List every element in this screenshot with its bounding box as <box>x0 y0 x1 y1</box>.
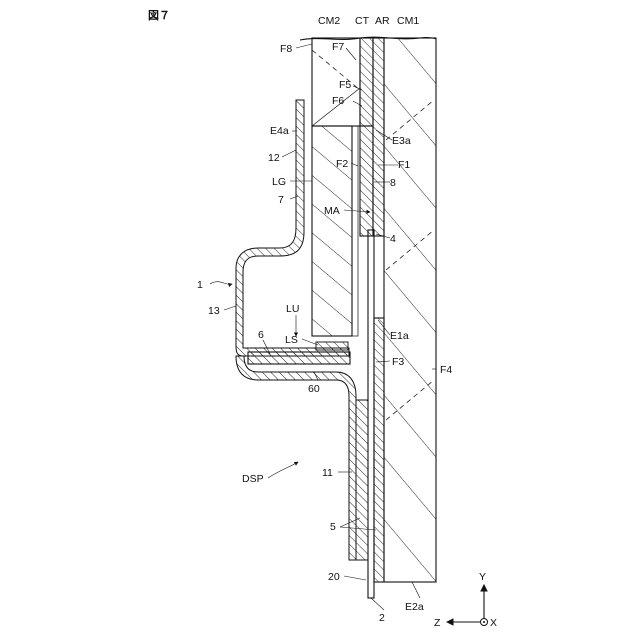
label-6: 6 <box>258 329 264 341</box>
label-20: 20 <box>328 571 340 583</box>
label-f7: F7 <box>332 41 344 53</box>
label-2: 2 <box>379 612 385 624</box>
label-cm2: CM2 <box>318 15 340 27</box>
label-12: 12 <box>268 152 280 164</box>
label-lg: LG <box>272 176 286 188</box>
axis-x-label: X <box>490 617 497 629</box>
label-f5: F5 <box>339 79 351 91</box>
adhesive-layer-ar <box>373 38 384 236</box>
display-panel-2 <box>368 230 384 598</box>
label-5: 5 <box>330 521 336 533</box>
label-lu: LU <box>286 303 299 315</box>
label-60: 60 <box>308 383 320 395</box>
label-13: 13 <box>208 305 220 317</box>
axis-y-label: Y <box>479 571 486 583</box>
label-f2: F2 <box>336 158 348 170</box>
label-ma: MA <box>324 205 340 217</box>
label-ls: LS <box>285 334 298 346</box>
label-8: 8 <box>390 177 396 189</box>
label-cm1: CM1 <box>397 15 419 27</box>
light-unit-plate-6 <box>248 352 350 364</box>
label-4: 4 <box>390 233 396 245</box>
lower-member-11 <box>356 400 368 560</box>
cover-ct <box>360 38 373 126</box>
label-f4: F4 <box>440 364 452 376</box>
label-1: 1 <box>197 279 203 291</box>
label-f8: F8 <box>280 43 292 55</box>
label-dsp: DSP <box>242 473 264 485</box>
label-e1a: E1a <box>390 330 409 342</box>
cover-member-cm1 <box>384 38 436 582</box>
axis-indicator: Y Z X <box>434 571 497 629</box>
light-source-ls <box>316 342 348 350</box>
frame-60-11 <box>236 356 356 560</box>
label-e2a: E2a <box>405 601 424 613</box>
label-e3a: E3a <box>392 135 411 147</box>
axis-z-label: Z <box>434 617 441 629</box>
label-ar: AR <box>375 15 390 27</box>
label-11: 11 <box>322 467 333 479</box>
light-guide-lg <box>312 126 358 336</box>
label-7: 7 <box>278 194 284 206</box>
label-e4a: E4a <box>270 125 289 137</box>
label-f1: F1 <box>398 159 410 171</box>
label-f3: F3 <box>392 356 404 368</box>
panel-strip-8 <box>360 126 373 236</box>
figure-title: 図７ <box>148 8 170 22</box>
label-f6: F6 <box>332 95 344 107</box>
label-ct: CT <box>355 15 370 27</box>
